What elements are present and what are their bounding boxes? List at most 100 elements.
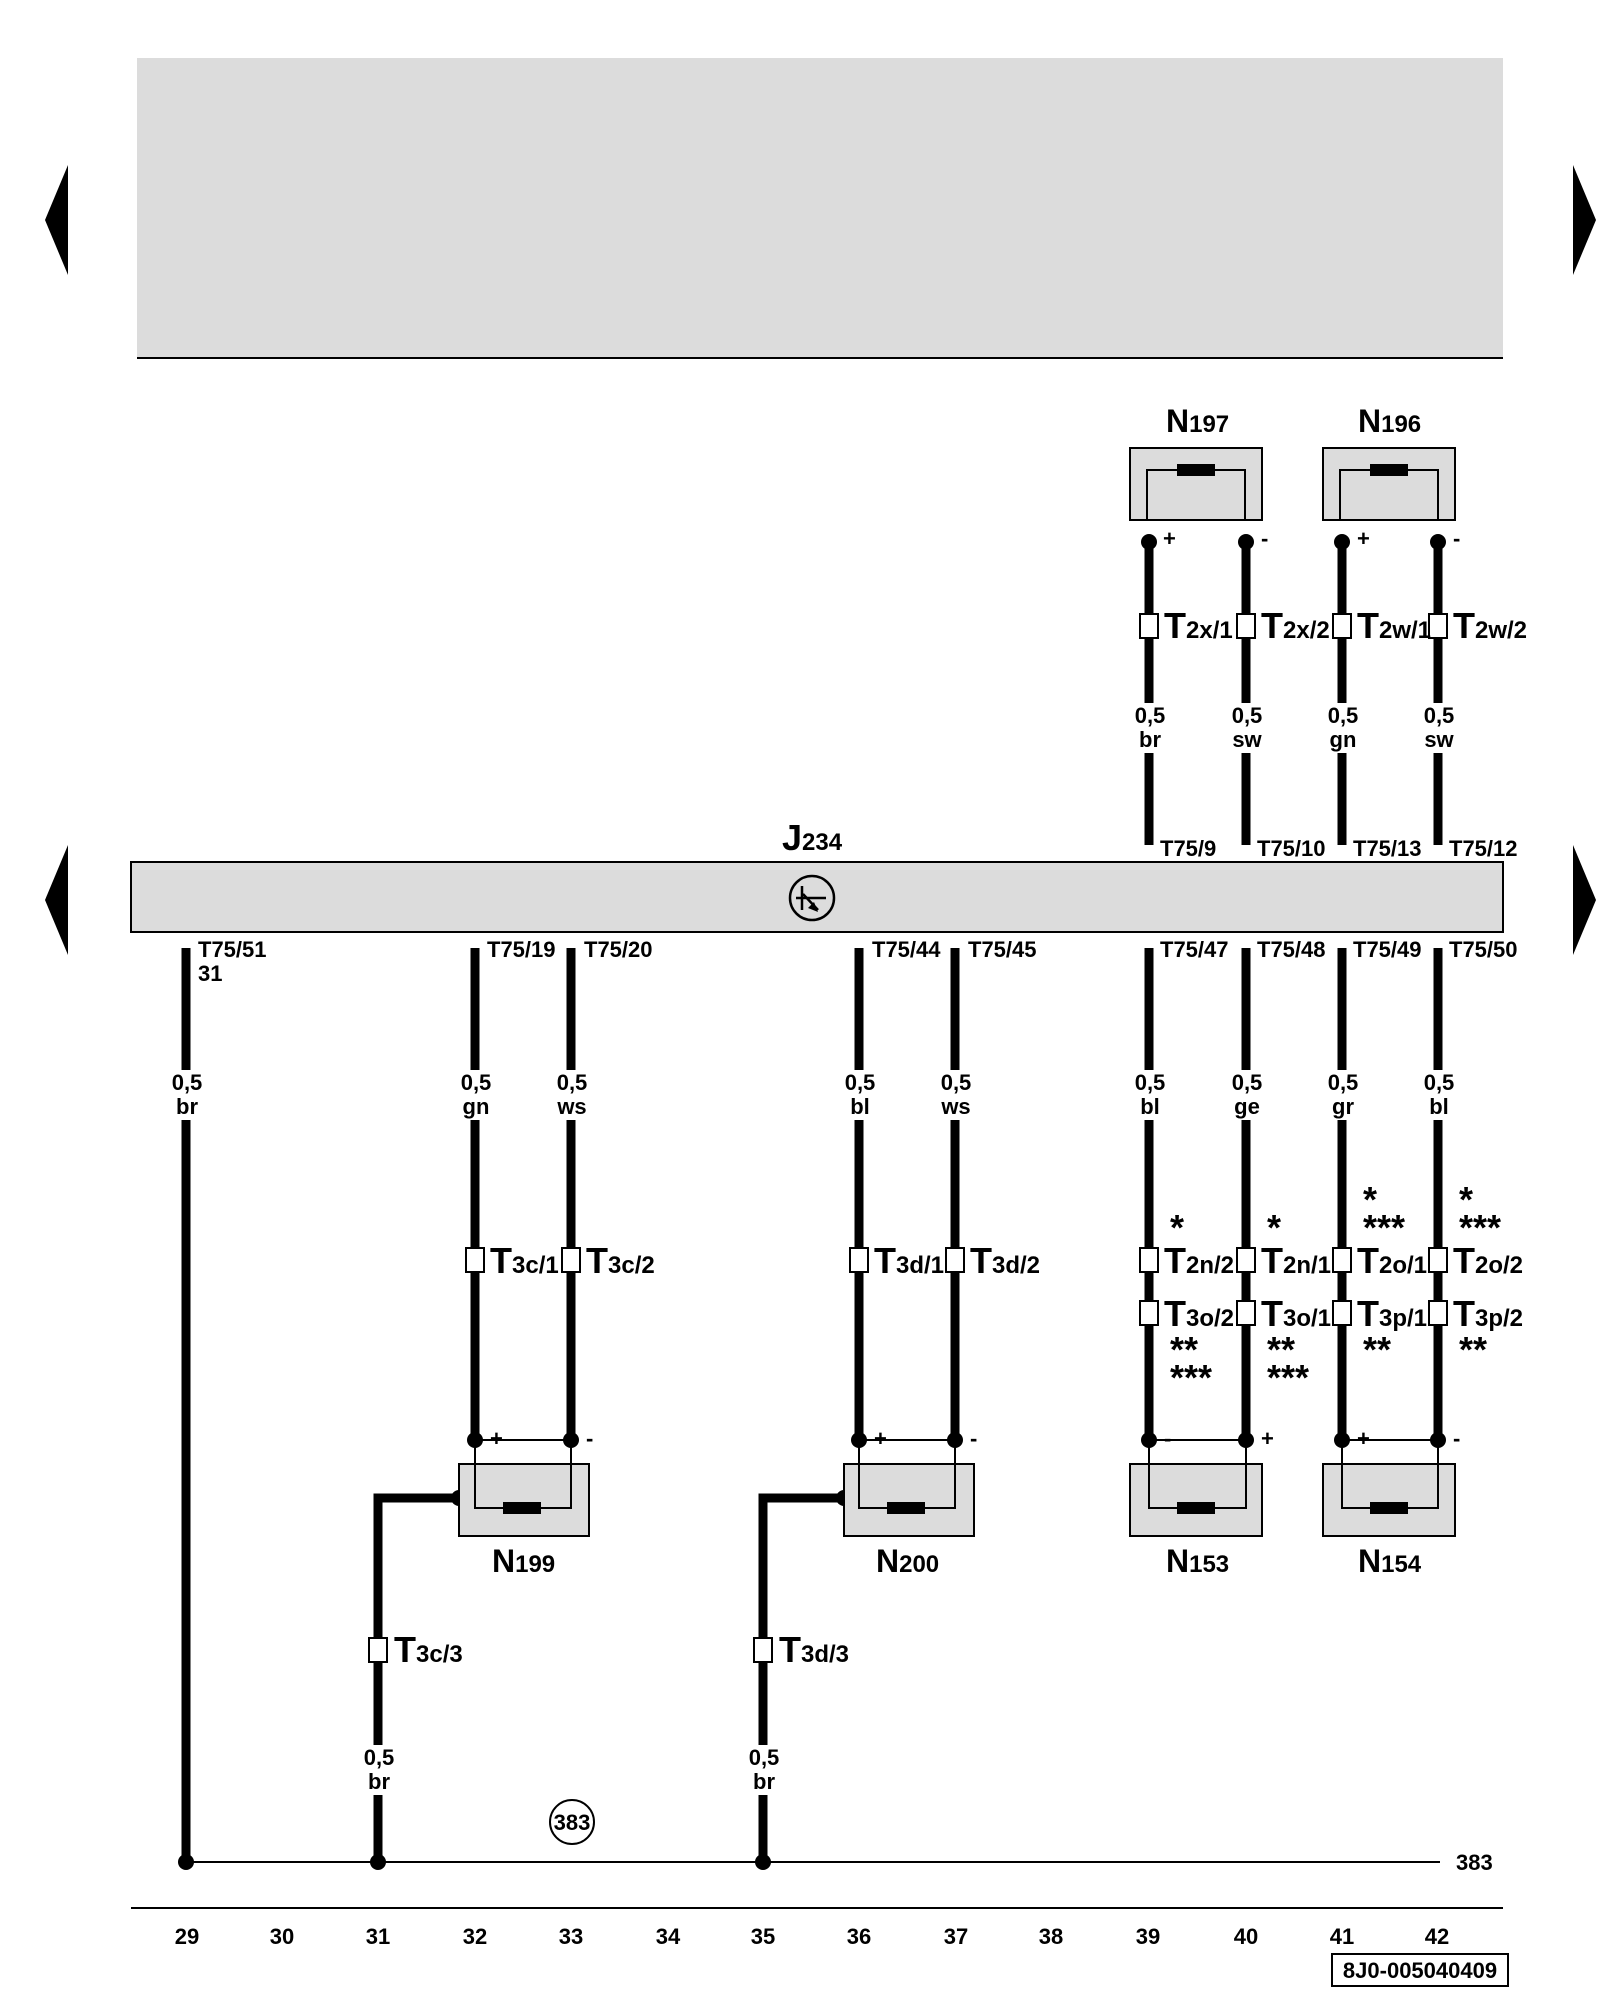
transistor-icon [788,874,836,922]
wire-size: 0,5 [461,1070,492,1095]
wire-color: sw [1232,727,1262,752]
component-n200 [843,1463,975,1537]
wire-color: ws [556,1094,586,1119]
wire-color: ws [940,1094,970,1119]
bottom-pin-labels: T75/51 31 T75/19 T75/20 T75/44 T75/45 T7… [198,937,1518,986]
bottom-polarity: + - + - - + + - [490,1426,1460,1451]
label-bg [1133,1070,1167,1120]
doc-code-box [1331,1953,1509,1987]
connector-label: T2n/2 [1164,1240,1234,1281]
connector-icon [1428,1247,1448,1273]
connector-icon [945,1247,965,1273]
connector-icon [561,1247,581,1273]
pin-label: T75/50 [1449,937,1518,962]
pin-label: T75/9 [1160,836,1216,861]
label-bg [362,1745,396,1795]
track-number: 41 [1330,1924,1354,1949]
star-mark: * [1459,1179,1473,1220]
label-bg [1133,703,1167,753]
track-numbers: 29 30 31 32 33 34 35 36 37 38 39 40 41 4… [175,1924,1449,1949]
wire-color: br [753,1769,775,1794]
connector-label: T2w/2 [1453,605,1527,646]
junction-dot [755,1854,771,1870]
wire-color: bl [1429,1094,1449,1119]
transistor-icon-arrow [808,902,818,912]
doc-code: 8J0-005040409 [1343,1958,1497,1983]
control-unit-label: J234 [782,817,843,858]
wire-color: gn [463,1094,490,1119]
connector-labels: T2x/1 T2x/2 T2w/1 T2w/2 T3c/1 T3c/2 T3d/… [394,605,1527,1670]
component-n154-element [1370,1502,1408,1514]
connector-label: T2w/1 [1357,605,1431,646]
wire-size: 0,5 [1135,1070,1166,1095]
connector-icon [1139,1300,1159,1326]
connector-label: T2n/1 [1261,1240,1331,1281]
component-n196-label: N196 [1358,403,1421,439]
component-n153-element [1177,1502,1215,1514]
star-mark: * [1363,1179,1377,1220]
connector-label: T3p/2 [1453,1293,1523,1334]
wire-size: 0,5 [557,1070,588,1095]
component-n200-label: N200 [876,1543,939,1579]
polarity-minus: - [1453,1426,1460,1451]
polarity-plus: + [1261,1426,1274,1451]
connector-label: T2x/2 [1261,605,1330,646]
next-page-arrow-top[interactable] [1573,165,1596,275]
wire-size: 0,5 [749,1745,780,1770]
wire-size: 0,5 [364,1745,395,1770]
top-wire-terminals [1141,534,1446,550]
label-bg [1326,1070,1360,1120]
component-n199-element [503,1502,541,1514]
wire-size: 0,5 [1424,703,1455,728]
polarity-minus: - [1164,1426,1171,1451]
label-bg [1230,703,1264,753]
pin-label: T75/10 [1257,836,1326,861]
label-bg [555,1070,589,1120]
pin-label: T75/44 [872,937,941,962]
wire-color: bl [850,1094,870,1119]
ground-junctions [178,1854,771,1870]
label-bg [1230,1070,1264,1120]
connector-icon [1236,1247,1256,1273]
prev-page-arrow-top[interactable] [45,165,68,275]
wire-color: br [368,1769,390,1794]
track-number: 35 [751,1924,775,1949]
polarity-minus: - [1261,526,1268,551]
polarity-plus: + [1163,526,1176,551]
track-number: 38 [1039,1924,1063,1949]
connector-icon [1428,1300,1448,1326]
connector-icon [1332,613,1352,639]
polarity-minus: - [586,1426,593,1451]
header-area [137,58,1503,358]
wire-size: 0,5 [845,1070,876,1095]
track-number: 32 [463,1924,487,1949]
component-n153-label: N153 [1166,1543,1229,1579]
wire-size: 0,5 [1135,703,1166,728]
footnote-stars: * * * *** * *** ** *** ** *** ** ** [1170,1179,1501,1398]
polarity-minus: - [970,1426,977,1451]
star-mark: * [1170,1207,1184,1248]
label-bg [1326,703,1360,753]
connector-icon [849,1247,869,1273]
next-page-arrow-mid[interactable] [1573,845,1596,955]
terminal-dot [1141,534,1157,550]
connector-label: T3o/2 [1164,1293,1234,1334]
component-n199 [458,1463,590,1537]
top-polarity: + - + - [1163,526,1460,551]
star-mark: ** [1363,1329,1391,1370]
wire-n199-ground [373,1493,459,1862]
track-number: 34 [656,1924,681,1949]
wire-color: ge [1234,1094,1260,1119]
prev-page-arrow-mid[interactable] [45,845,68,955]
label-bg [1422,703,1456,753]
label-bg [459,1070,493,1120]
pin-label: T75/51 [198,937,267,962]
track-number: 29 [175,1924,199,1949]
connector-label: T2o/1 [1357,1240,1427,1281]
component-n154 [1322,1463,1456,1537]
polarity-plus: + [874,1426,887,1451]
component-n154-label: N154 [1358,1543,1422,1579]
pin-label: T75/48 [1257,937,1326,962]
pin-label: T75/49 [1353,937,1422,962]
label-bg [747,1745,781,1795]
